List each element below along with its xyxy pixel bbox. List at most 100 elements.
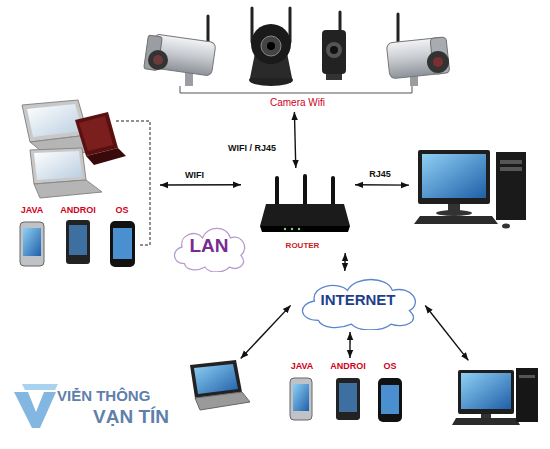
desktop-computer bbox=[458, 370, 514, 414]
node-label: Camera Wifi bbox=[140, 97, 455, 108]
laptop bbox=[195, 392, 250, 410]
router-icon bbox=[260, 176, 350, 232]
link-label: RJ45 bbox=[369, 169, 391, 179]
watermark-text: VIỄN THÔNG bbox=[57, 388, 150, 403]
node-label: LAN bbox=[168, 236, 250, 257]
laptop bbox=[190, 360, 242, 398]
desktop-computer bbox=[496, 152, 526, 220]
phone-group bbox=[293, 384, 309, 411]
router-icon bbox=[260, 226, 350, 232]
phone-group bbox=[113, 228, 132, 259]
phone-group bbox=[69, 225, 87, 255]
link-arrow bbox=[349, 332, 351, 358]
dome-camera bbox=[249, 8, 293, 86]
router-icon bbox=[331, 178, 335, 206]
desktop-computer bbox=[500, 167, 522, 171]
desktop-computer bbox=[414, 150, 526, 229]
laptop-group bbox=[27, 104, 83, 137]
desktop-computer bbox=[481, 414, 491, 418]
desktop-computer bbox=[516, 368, 538, 422]
desktop-computer bbox=[452, 368, 538, 425]
node-label: JAVA bbox=[282, 362, 322, 372]
desktop-node bbox=[452, 362, 540, 424]
camera-group: Camera Wifi bbox=[140, 8, 455, 110]
bullet-camera bbox=[433, 57, 443, 67]
bullet-camera bbox=[386, 14, 449, 86]
desktop-computer bbox=[436, 210, 472, 216]
laptop-group bbox=[79, 116, 113, 151]
desktop-computer bbox=[500, 160, 522, 164]
node-label: JAVA bbox=[12, 206, 52, 216]
node-label: OS bbox=[102, 206, 142, 216]
desktop-computer bbox=[452, 418, 520, 425]
phone-group bbox=[110, 221, 135, 267]
bullet-camera bbox=[207, 16, 210, 45]
phone-group bbox=[290, 378, 402, 422]
bullet-camera bbox=[427, 51, 449, 73]
logo-mark bbox=[14, 392, 56, 428]
node-label: OS bbox=[370, 362, 410, 372]
router-icon bbox=[303, 176, 307, 204]
desktop-computer bbox=[461, 373, 511, 409]
desktop-computer bbox=[519, 375, 535, 378]
logo-mark bbox=[22, 384, 58, 390]
phone-group bbox=[381, 385, 399, 414]
phone-group bbox=[23, 228, 41, 256]
phone-group bbox=[336, 378, 360, 420]
bullet-camera bbox=[144, 16, 216, 86]
box-camera bbox=[330, 46, 338, 54]
phone-group bbox=[290, 378, 312, 420]
link-arrow bbox=[294, 112, 295, 168]
link-arrow bbox=[160, 184, 241, 186]
phone-group bbox=[378, 378, 402, 422]
camera-bracket bbox=[180, 86, 412, 93]
device-group: JAVAANDROIOS bbox=[8, 98, 158, 270]
dome-camera bbox=[251, 24, 291, 64]
desktop-computer bbox=[418, 150, 490, 204]
desktop-computer bbox=[414, 216, 498, 224]
laptop bbox=[194, 364, 238, 394]
desktop-node bbox=[415, 150, 533, 230]
box-camera bbox=[322, 12, 346, 80]
watermark-text: VẠN TÍN bbox=[93, 407, 169, 426]
bullet-camera bbox=[153, 55, 163, 65]
link-arrow bbox=[344, 253, 346, 271]
dome-camera bbox=[261, 36, 281, 56]
phone-group bbox=[339, 383, 357, 412]
router: ROUTER bbox=[255, 170, 350, 252]
box-camera bbox=[326, 42, 342, 58]
link-arrow bbox=[425, 305, 468, 360]
laptop-node bbox=[183, 360, 247, 412]
phone-group bbox=[66, 220, 90, 264]
bullet-camera bbox=[148, 50, 168, 70]
router-icon bbox=[298, 228, 300, 230]
phone-group bbox=[20, 220, 135, 267]
laptop-group bbox=[34, 151, 82, 180]
router-icon bbox=[291, 228, 293, 230]
lan-cloud: LAN bbox=[168, 222, 250, 272]
box-camera bbox=[322, 30, 346, 74]
laptop-group bbox=[22, 100, 126, 198]
node-label: ROUTER bbox=[255, 242, 350, 251]
link-label: WIFI bbox=[185, 170, 204, 180]
logo-mark bbox=[14, 384, 58, 428]
laptop-group bbox=[30, 148, 86, 184]
router-icon bbox=[260, 204, 350, 226]
phone-group bbox=[20, 222, 44, 266]
laptop bbox=[190, 360, 250, 410]
router-icon bbox=[284, 228, 286, 230]
link-arrow bbox=[241, 305, 291, 358]
device-group: JAVAANDROIOS bbox=[280, 360, 400, 424]
dome-camera bbox=[267, 42, 275, 50]
bullet-camera bbox=[397, 14, 400, 45]
desktop-computer bbox=[502, 224, 510, 229]
laptop-group bbox=[86, 148, 126, 165]
internet-cloud: INTERNET bbox=[292, 272, 424, 330]
desktop-computer bbox=[422, 154, 486, 198]
router-icon bbox=[275, 178, 279, 206]
dashed-bracket bbox=[116, 121, 150, 245]
link-arrow bbox=[355, 184, 409, 186]
node-label: INTERNET bbox=[292, 292, 424, 309]
